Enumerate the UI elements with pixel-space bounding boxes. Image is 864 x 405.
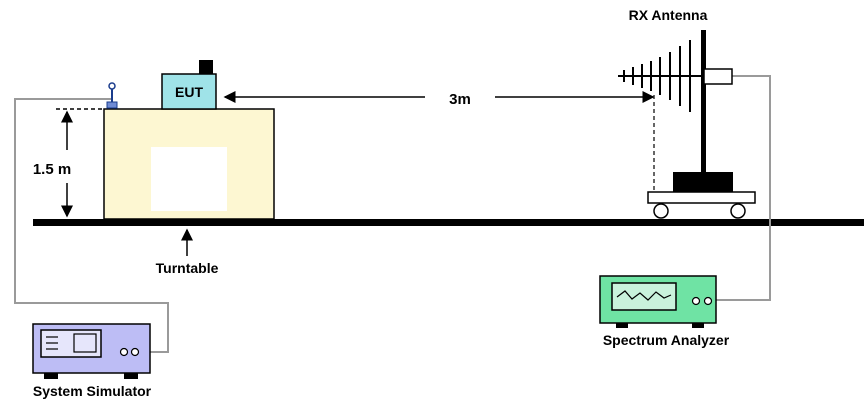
table-antenna-icon	[106, 82, 118, 109]
ground-floor-line	[33, 219, 864, 226]
system-simulator-icon	[32, 323, 151, 379]
turntable-label: Turntable	[156, 260, 219, 276]
height-label: 1.5 m	[33, 161, 71, 178]
eut-label: EUT	[175, 84, 203, 100]
system-simulator-label: System Simulator	[33, 383, 152, 399]
table-window	[151, 147, 227, 211]
cable-eut-to-simulator	[14, 98, 169, 353]
eut-device-icon	[161, 60, 217, 110]
turntable-table	[103, 108, 275, 220]
rx-antenna-label: RX Antenna	[629, 7, 708, 23]
distance-label: 3m	[449, 91, 471, 108]
spectrum-analyzer-label: Spectrum Analyzer	[603, 332, 730, 348]
antenna-icon	[618, 30, 756, 219]
spectrum-analyzer-icon	[599, 275, 717, 328]
cable-antenna-to-analyzer	[716, 75, 771, 301]
